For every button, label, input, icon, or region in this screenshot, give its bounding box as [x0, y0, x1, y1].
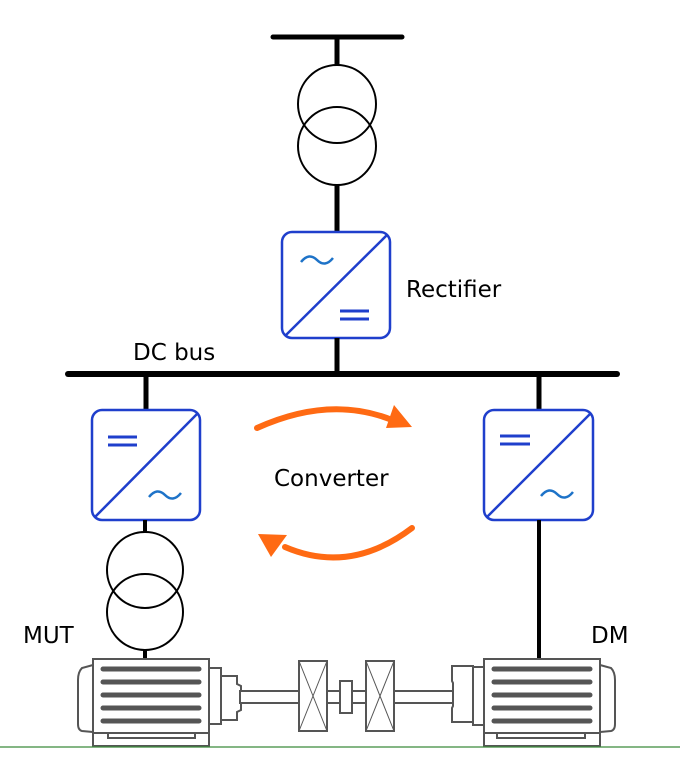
dm-label: DM [591, 623, 629, 649]
ac-symbol-icon [148, 490, 182, 500]
mut-label: MUT [23, 623, 74, 649]
dc-symbol-icon [340, 309, 369, 321]
shaft-coupling [239, 660, 454, 732]
dm-motor [451, 658, 616, 747]
arrow-backward-head [258, 534, 287, 557]
power-flow-arrows [254, 405, 415, 561]
arrow-forward [254, 406, 395, 431]
dc-symbol-icon [108, 435, 137, 447]
arrow-forward-head [386, 405, 412, 428]
arrow-backward [282, 525, 415, 561]
right-converter-box [482, 408, 595, 522]
ac-symbol-icon [300, 255, 334, 265]
rectifier-box [280, 230, 392, 340]
converter-label: Converter [274, 466, 389, 492]
ac-symbol-icon [540, 489, 574, 499]
dc-bus-label: DC bus [133, 340, 216, 366]
mut-motor [77, 658, 242, 747]
rectifier-label: Rectifier [406, 277, 502, 303]
grid-transformer [297, 64, 377, 186]
mut-transformer [106, 531, 184, 651]
left-converter-box [90, 408, 202, 522]
dc-symbol-icon [500, 434, 530, 446]
